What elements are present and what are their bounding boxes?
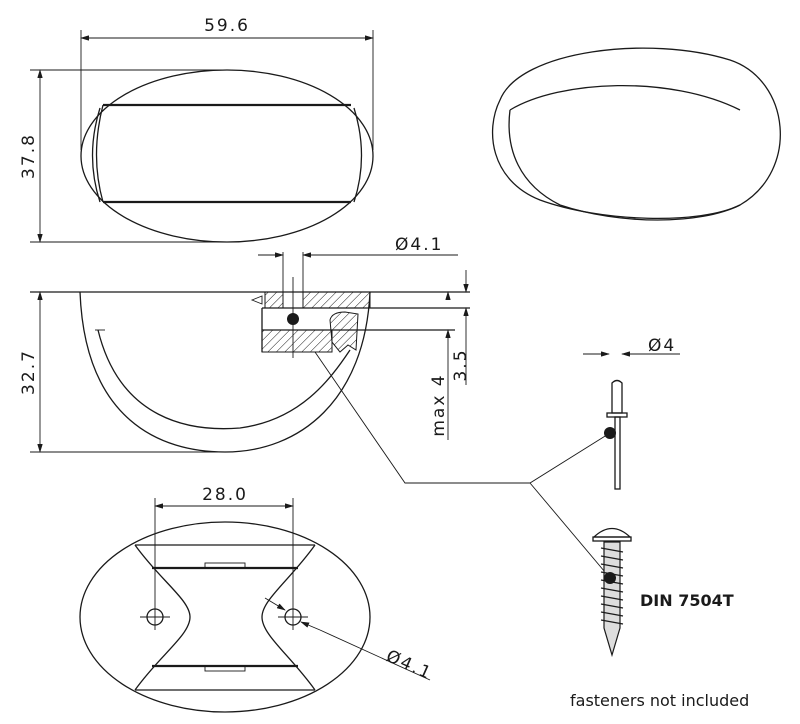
rivet-drawing: Ø4: [583, 336, 680, 490]
dim-hole-spacing: 28.0: [202, 485, 248, 505]
dim-panel-thickness: 3.5: [451, 348, 471, 381]
screw-drawing: DIN 7504T: [592, 527, 734, 658]
side-section-view: 32.7 Ø4.1 max 4 3.5: [19, 235, 471, 453]
leader-line: [314, 351, 611, 484]
dim-side-height: 32.7: [19, 349, 39, 395]
top-view: 59.6 37.8: [19, 16, 374, 243]
fastener-marker: [287, 313, 299, 325]
dim-max-thickness: max 4: [429, 373, 449, 436]
screw-standard-label: DIN 7504T: [640, 591, 734, 610]
dim-bottom-hole: Ø4.1: [383, 646, 435, 684]
dim-top-height: 37.8: [19, 133, 39, 179]
fasteners-note: fasteners not included: [570, 691, 749, 710]
dim-rivet-diameter: Ø4: [648, 336, 676, 356]
perspective-view: [491, 47, 781, 221]
dim-top-width: 59.6: [204, 16, 250, 36]
bottom-view: 28.0 Ø4.1: [79, 485, 435, 713]
dim-section-hole: Ø4.1: [395, 235, 443, 255]
